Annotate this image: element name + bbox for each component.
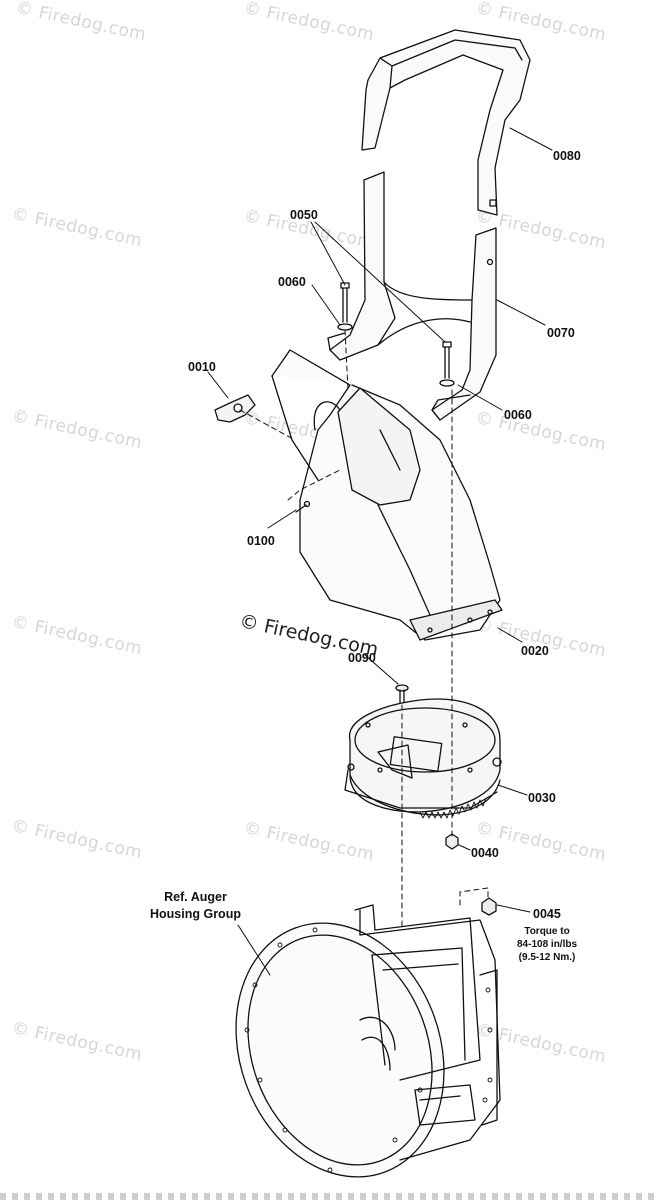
callout-0090: 0090: [348, 651, 376, 665]
callout-0040: 0040: [471, 846, 499, 860]
rotator-ring-part: [344, 698, 502, 819]
callout-0070: 0070: [547, 326, 575, 340]
callout-0045: 0045: [533, 907, 561, 921]
nut-part: [481, 897, 497, 916]
screw-part: [395, 684, 409, 706]
handle-grip-part: [361, 29, 531, 216]
reference-label-line: Ref. Auger: [164, 890, 227, 904]
callout-0080: 0080: [553, 149, 581, 163]
auger-housing-part: [235, 904, 501, 1178]
callout-0060: 0060: [278, 275, 306, 289]
callout-0020: 0020: [521, 644, 549, 658]
wing-knob-part: [214, 394, 256, 423]
callout-0010: 0010: [188, 360, 216, 374]
torque-note-line: (9.5-12 Nm.): [518, 952, 576, 963]
torque-note: Torque to 84-108 in/lbs (9.5-12 Nm.): [517, 925, 577, 964]
bolt-part: [340, 282, 452, 379]
torque-note-line: 84-108 in/lbs: [517, 939, 578, 950]
discharge-chute-part: [271, 349, 503, 641]
callout-0050: 0050: [290, 208, 318, 222]
bottom-border: [0, 1193, 657, 1200]
callout-0030: 0030: [528, 791, 556, 805]
reference-label-line: Housing Group: [150, 907, 241, 921]
callout-0100: 0100: [247, 534, 275, 548]
torque-note-line: Torque to: [524, 926, 570, 937]
callout-0060: 0060: [504, 408, 532, 422]
handle-bracket-part: [327, 171, 497, 421]
washer-part: [439, 379, 455, 387]
reference-label: Ref. Auger Housing Group: [150, 889, 241, 923]
pin-part: [295, 500, 311, 513]
